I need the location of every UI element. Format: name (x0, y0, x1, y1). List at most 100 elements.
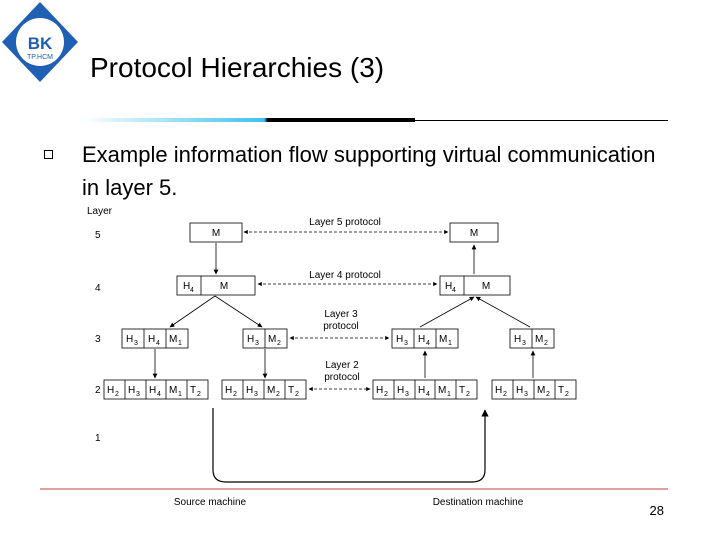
svg-text:2: 2 (295, 391, 299, 398)
svg-text:2: 2 (565, 391, 569, 398)
layer-number: 2 (95, 385, 101, 396)
layer2-protocol-label-1: Layer 2 (325, 360, 359, 371)
svg-text:M: M (267, 385, 275, 396)
layer5-dest-box: M (449, 222, 499, 243)
header-cell: H (445, 281, 452, 292)
msg-cell: M (212, 228, 220, 239)
svg-text:4: 4 (157, 391, 161, 398)
header-cell: H (183, 281, 190, 292)
layer-number: 1 (95, 433, 101, 444)
svg-text:3: 3 (405, 391, 409, 398)
arrow-split (214, 295, 263, 328)
bk-logo: BK TP.HCM (2, 2, 78, 82)
layer5-protocol-label: Layer 5 protocol (309, 217, 381, 228)
svg-text:H: H (148, 334, 155, 345)
svg-text:H: H (514, 334, 521, 345)
svg-text:2: 2 (115, 391, 119, 398)
svg-text:H: H (397, 385, 404, 396)
svg-text:3: 3 (254, 391, 258, 398)
svg-text:2: 2 (233, 391, 237, 398)
svg-text:M: M (268, 334, 276, 345)
svg-text:3: 3 (404, 340, 408, 347)
layer4-protocol-label: Layer 4 protocol (309, 270, 381, 281)
svg-text:T: T (558, 385, 564, 396)
layer4-dest-box: H 4 M (439, 275, 511, 296)
svg-text:1: 1 (178, 340, 182, 347)
svg-text:T: T (459, 385, 465, 396)
svg-text:2: 2 (276, 391, 280, 398)
svg-text:2: 2 (546, 391, 550, 398)
svg-text:3: 3 (522, 340, 526, 347)
svg-text:M: M (438, 385, 446, 396)
bullet-square-icon (44, 150, 53, 159)
msg-cell: M (482, 281, 490, 292)
layer-number: 3 (95, 334, 101, 345)
layer-number: 5 (95, 230, 101, 241)
svg-text:4: 4 (452, 287, 456, 294)
layer-number: 4 (95, 283, 101, 294)
layer3-protocol-label-2: protocol (323, 321, 359, 332)
svg-text:T: T (288, 385, 294, 396)
layer2-protocol-label-2: protocol (324, 372, 360, 383)
svg-text:1: 1 (178, 391, 182, 398)
svg-text:4: 4 (426, 391, 430, 398)
svg-text:H: H (247, 334, 254, 345)
layer4-source-box: H 4 M (176, 275, 256, 296)
svg-text:H: H (225, 385, 232, 396)
svg-text:4: 4 (426, 340, 430, 347)
svg-text:M: M (169, 334, 177, 345)
destination-machine-label: Destination machine (433, 497, 524, 508)
arrow-split (169, 295, 216, 328)
svg-text:M: M (169, 385, 177, 396)
svg-text:H: H (376, 385, 383, 396)
svg-text:2: 2 (544, 340, 548, 347)
physical-medium-path (212, 408, 489, 483)
svg-text:M: M (439, 334, 447, 345)
msg-cell: M (470, 228, 478, 239)
svg-text:H: H (126, 334, 133, 345)
svg-text:2: 2 (466, 391, 470, 398)
slide-title: Protocol Hierarchies (3) (90, 52, 385, 83)
svg-text:M: M (537, 385, 545, 396)
svg-text:3: 3 (524, 391, 528, 398)
svg-text:2: 2 (197, 391, 201, 398)
svg-text:1: 1 (448, 340, 452, 347)
svg-text:M: M (535, 334, 543, 345)
layer3-protocol-label-1: Layer 3 (324, 309, 358, 320)
svg-text:T: T (190, 385, 196, 396)
logo-text-bk: BK (28, 34, 53, 53)
arrow-merge (419, 296, 475, 328)
svg-text:1: 1 (447, 391, 451, 398)
svg-text:H: H (246, 385, 253, 396)
svg-text:H: H (149, 385, 156, 396)
svg-text:H: H (418, 334, 425, 345)
svg-text:2: 2 (384, 391, 388, 398)
title-underline (80, 118, 668, 122)
logo-text-tphcm: TP.HCM (27, 54, 53, 61)
svg-text:3: 3 (134, 340, 138, 347)
svg-text:H: H (418, 385, 425, 396)
svg-text:H: H (495, 385, 502, 396)
msg-cell: M (220, 281, 228, 292)
layer-header: Layer (87, 206, 113, 217)
svg-text:2: 2 (277, 340, 281, 347)
arrow-merge (475, 296, 531, 328)
svg-text:H: H (396, 334, 403, 345)
page-number: 28 (649, 503, 664, 518)
logo-circle (16, 18, 64, 66)
svg-text:H: H (128, 385, 135, 396)
svg-text:3: 3 (136, 391, 140, 398)
svg-text:2: 2 (503, 391, 507, 398)
bullet-text: Example information flow supporting virt… (82, 142, 656, 200)
svg-text:4: 4 (190, 287, 194, 294)
svg-text:4: 4 (156, 340, 160, 347)
